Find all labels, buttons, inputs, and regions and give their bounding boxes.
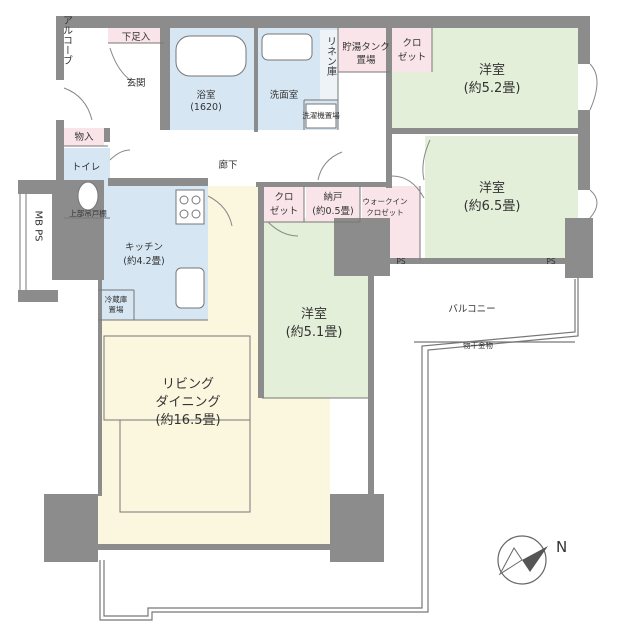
- closet-mid-label-1: クロ: [274, 192, 293, 203]
- walkin-closet-label-1: ウォークイン: [363, 197, 408, 206]
- toilet-bowl-icon: [77, 181, 99, 211]
- bath-label: 浴室: [196, 89, 215, 101]
- western-room-b-fill: [425, 136, 578, 260]
- compass-icon: N: [497, 535, 567, 585]
- living-size-label: (約16.5畳): [155, 413, 220, 428]
- alcove-label: アルコーブ: [61, 15, 73, 65]
- balcony-label: バルコニー: [448, 304, 495, 315]
- interior-lines: [19, 28, 433, 513]
- room-labels: アルコーブ 玄関 下足入 浴室 (1620) 洗面室 リネン庫 洗濯機置場 貯湯…: [33, 15, 556, 428]
- living-label-1: リビング: [162, 377, 214, 392]
- kitchen-name-label: キッチン: [125, 242, 163, 253]
- entrance-label: 玄関: [126, 77, 145, 89]
- room-c-size-label: (約5.1畳): [286, 325, 343, 340]
- room-b-size-label: (約6.5畳): [464, 199, 521, 214]
- door-swings: [63, 47, 598, 237]
- shoe-box-fill: [108, 28, 164, 43]
- ps-left-label: PS: [396, 257, 406, 266]
- living-dining-fill: [98, 186, 330, 544]
- sink-icon: [175, 267, 205, 309]
- closet-mid-fill: [262, 186, 304, 222]
- ps-right-label: PS: [546, 257, 556, 266]
- water-heater-label-1: 貯湯タンク: [342, 41, 390, 53]
- room-a-name-label: 洋室: [479, 62, 505, 78]
- room-a-size-label: (約5.2畳): [464, 81, 521, 96]
- bathtub-icon: [175, 35, 247, 77]
- water-heater-fill: [338, 28, 390, 72]
- burner-icon: [191, 209, 201, 219]
- linen-fill: [320, 30, 338, 100]
- hallway-label: 廊下: [218, 159, 237, 171]
- stove-icon: [175, 189, 205, 225]
- bath-size-label: (1620): [190, 102, 222, 113]
- nando-label-1: 納戸: [323, 191, 342, 203]
- linen-label: リネン庫: [325, 36, 337, 77]
- closet-top-label-2: ゼット: [398, 51, 427, 63]
- nando-fill: [306, 186, 360, 222]
- fridge-label-2: 置場: [109, 304, 124, 314]
- washer-label: 洗濯機置場: [302, 110, 340, 120]
- closet-top-label-1: クロ: [402, 38, 421, 49]
- closet-mid-label-2: ゼット: [270, 205, 299, 217]
- washbasin-icon: [261, 33, 313, 61]
- walkin-closet-label-2: クロゼット: [366, 207, 404, 217]
- burner-icon: [191, 195, 201, 205]
- burner-icon: [179, 195, 189, 205]
- shoe-box-label: 下足入: [122, 32, 151, 43]
- water-heater-label-2: 置場: [356, 54, 376, 66]
- room-c-name-label: 洋室: [301, 306, 327, 322]
- burner-icon: [179, 209, 189, 219]
- living-label-2: ダイニング: [155, 395, 220, 410]
- storage-small-label: 物入: [74, 131, 94, 143]
- compass-north-label: N: [556, 538, 567, 556]
- upper-cabinet-label: 上部吊戸棚: [69, 208, 107, 218]
- storage-small-fill: [64, 128, 104, 146]
- washroom-label: 洗面室: [270, 89, 299, 101]
- fixtures: [77, 33, 337, 309]
- drying-rack-label: 物干金物: [463, 340, 493, 350]
- mbps-label: MB PS: [33, 210, 44, 241]
- nando-label-2: (約0.5畳): [312, 205, 354, 217]
- toilet-label: トイレ: [72, 162, 101, 173]
- balcony-outline: [99, 275, 579, 621]
- washer-box-icon: [305, 103, 337, 129]
- fridge-label-1: 冷蔵庫: [105, 294, 128, 304]
- room-b-name-label: 洋室: [479, 180, 505, 196]
- closet-top-fill: [392, 28, 432, 72]
- kitchen-size-label: (約4.2畳): [123, 255, 165, 267]
- walls: [18, 16, 593, 562]
